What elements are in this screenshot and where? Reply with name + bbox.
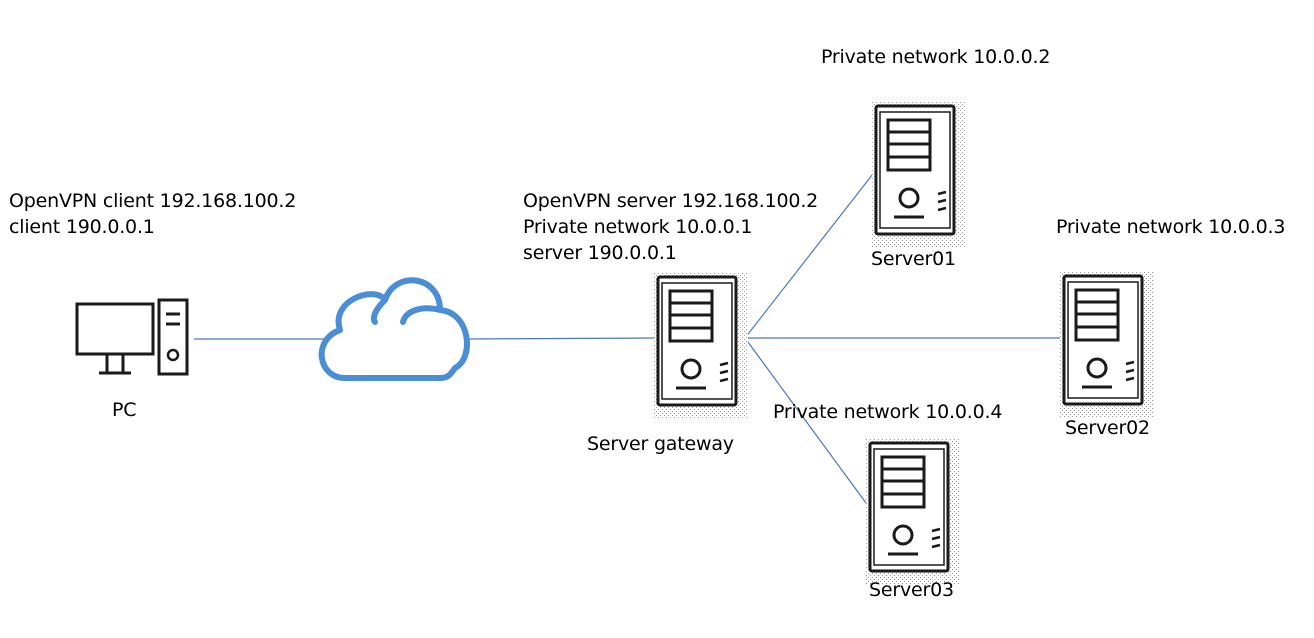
- server-tower-icon: [870, 100, 968, 250]
- pc-openvpn-client-label: OpenVPN client 192.168.100.2: [9, 190, 297, 212]
- gateway-openvpn-server-label: OpenVPN server 192.168.100.2: [523, 190, 819, 212]
- pc-client-ip-label: client 190.0.0.1: [9, 216, 155, 238]
- link-cloud-gateway: [464, 337, 657, 340]
- cloud-icon: [318, 277, 470, 381]
- gateway-label: Server gateway: [587, 433, 734, 455]
- gateway-address-block: OpenVPN server 192.168.100.2 Private net…: [523, 188, 818, 266]
- link-gateway-server01: [744, 169, 877, 339]
- server-tower-icon: [1058, 270, 1156, 420]
- server03-network-label: Private network 10.0.0.4: [773, 401, 1003, 423]
- server02-network-label: Private network 10.0.0.3: [1056, 216, 1286, 238]
- server-tower-icon: [652, 271, 750, 421]
- server01-network-label: Private network 10.0.0.2: [821, 46, 1051, 68]
- server-tower-icon: [864, 437, 962, 587]
- gateway-private-network-label: Private network 10.0.0.1: [523, 216, 753, 238]
- connection-lines: [194, 169, 1062, 504]
- server01-label: Server01: [871, 248, 956, 270]
- desktop-computer-icon: [75, 298, 189, 376]
- server02-label: Server02: [1065, 417, 1150, 439]
- link-gateway-server03: [744, 337, 867, 504]
- gateway-server-ip-label: server 190.0.0.1: [523, 242, 677, 264]
- pc-address-block: OpenVPN client 192.168.100.2 client 190.…: [9, 188, 296, 240]
- pc-label: PC: [112, 399, 137, 421]
- server03-label: Server03: [869, 579, 954, 601]
